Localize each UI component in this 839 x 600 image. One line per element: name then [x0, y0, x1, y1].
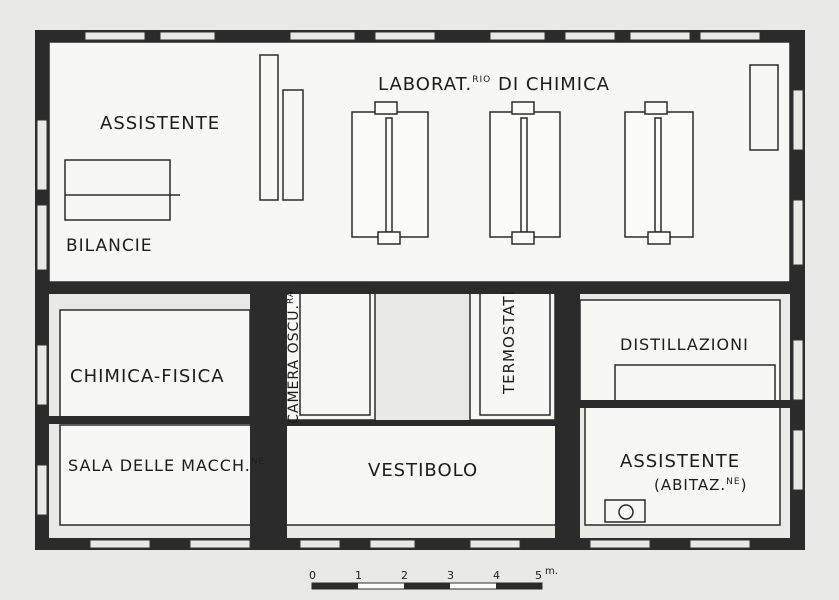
room-label-lab: LABORAT.RIO DI CHIMICA — [378, 74, 610, 95]
scale-unit: m. — [545, 566, 558, 577]
windows-sides — [36, 89, 804, 516]
furniture — [64, 54, 779, 523]
room-label-assistente-top: ASSISTENTE — [100, 113, 221, 134]
room-label-sala-macchine: SALA DELLE MACCH.NE — [68, 456, 266, 475]
windows-bottom — [89, 539, 751, 549]
room-label-bilancie: BILANCIE — [66, 236, 153, 256]
room-label-chimica-fisica: CHIMICA-FISICA — [70, 366, 225, 387]
room-label-termostati: TERMOSTATI — [500, 290, 518, 395]
scale-tick-3: 3 — [447, 569, 454, 582]
scale-tick-4: 4 — [493, 569, 500, 582]
lab-benches — [351, 101, 694, 245]
scale-tick-1: 1 — [355, 569, 362, 582]
internal-walls — [49, 282, 790, 538]
scale-tick-5: 5 — [535, 569, 542, 582]
scale-tick-2: 2 — [401, 569, 408, 582]
room-label-vestibolo: VESTIBOLO — [368, 460, 479, 481]
room-label-assistente-bottom: ASSISTENTE — [620, 451, 741, 472]
room-label-camera-oscura: CAMERA OSCU.RA — [286, 290, 302, 424]
windows-top — [84, 31, 761, 41]
room-label-distillazioni: DISTILLAZIONI — [620, 335, 749, 354]
scale-tick-0: 0 — [309, 569, 316, 582]
scale-bar — [311, 582, 543, 590]
room-label-abitazione: (ABITAZ.NE) — [654, 476, 748, 494]
